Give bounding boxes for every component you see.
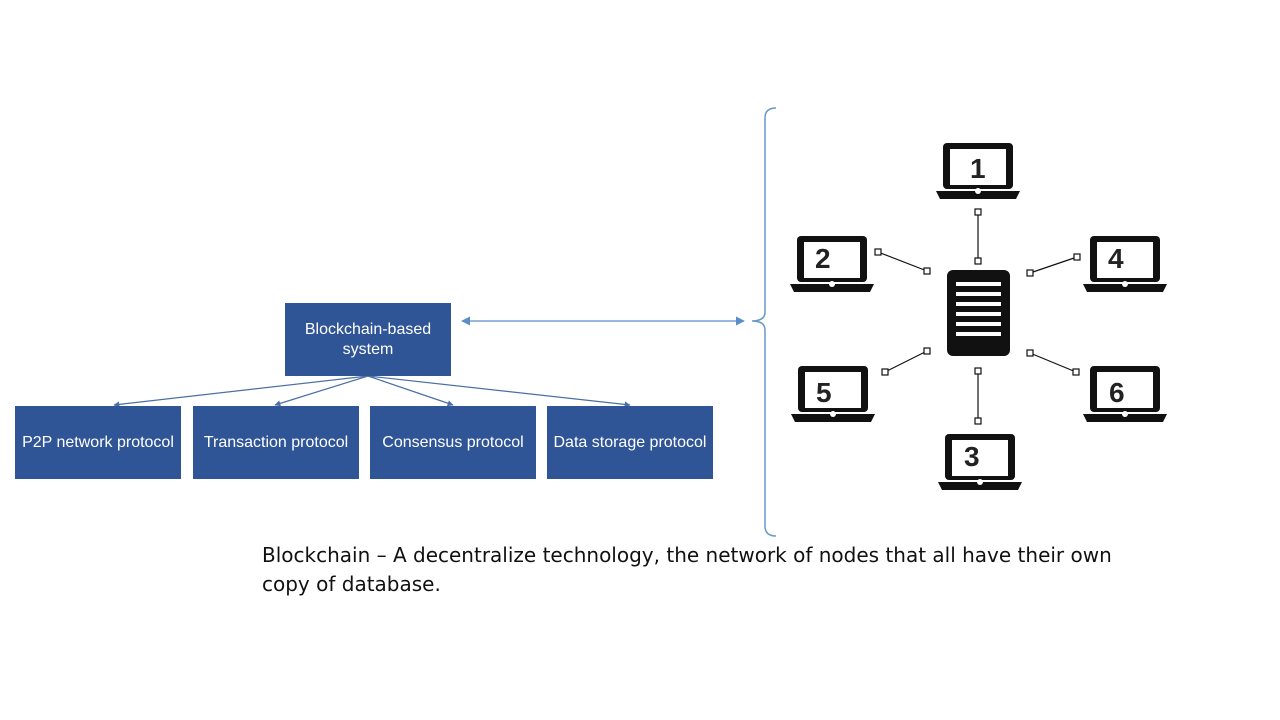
protocol-box-label: P2P network protocol (22, 433, 174, 451)
protocol-box-label: Consensus protocol (382, 433, 524, 451)
protocol-box-label: Data storage protocol (553, 433, 707, 451)
curly-bracket (751, 107, 777, 537)
node-1: 1 (936, 143, 1020, 199)
node-5-label: 5 (816, 377, 832, 408)
node-6: 6 (1083, 366, 1167, 422)
root-box: Blockchain-based system (285, 303, 451, 376)
tree-connectors (113, 375, 631, 408)
node-1-label: 1 (970, 153, 986, 184)
node-4: 4 (1083, 236, 1167, 292)
laptop-icon (1083, 366, 1167, 422)
laptop-icon (791, 366, 875, 422)
node-5: 5 (791, 366, 875, 422)
node-3: 3 (938, 434, 1022, 490)
server-icon (947, 270, 1010, 356)
node-2-label: 2 (815, 243, 831, 274)
node-2: 2 (790, 236, 874, 292)
laptop-icon (938, 434, 1022, 490)
protocol-box-transaction: Transaction protocol (193, 406, 359, 479)
laptop-icon (790, 236, 874, 292)
node-4-label: 4 (1108, 243, 1124, 274)
protocol-box-label: Transaction protocol (203, 433, 349, 451)
protocol-box-consensus: Consensus protocol (370, 406, 536, 479)
node-6-label: 6 (1109, 377, 1125, 408)
caption: Blockchain – A decentralize technology, … (262, 543, 1112, 596)
protocol-box-data-storage: Data storage protocol (547, 406, 713, 479)
node-3-label: 3 (964, 441, 980, 472)
laptop-icon (1083, 236, 1167, 292)
network-links (874, 208, 1081, 425)
root-box-label: Blockchain-based system (304, 320, 432, 358)
protocol-box-p2p: P2P network protocol (15, 406, 181, 479)
